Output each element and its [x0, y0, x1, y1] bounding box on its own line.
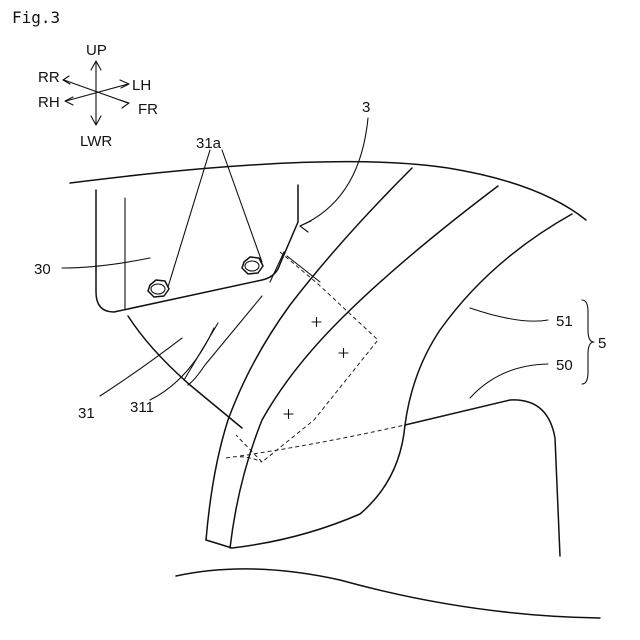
lower-arch-inner-curve [206, 425, 405, 548]
bolt-left-icon [148, 280, 169, 297]
rh-arrowhead-icon [65, 97, 73, 105]
hidden-joint-curve [226, 457, 262, 462]
compass-rr-label: RR [38, 69, 60, 86]
leader-311 [150, 328, 214, 400]
compass-fr-label: FR [138, 101, 158, 118]
compass-rh-label: RH [38, 94, 60, 111]
bottom-contour [176, 569, 600, 618]
hidden-joint-line [240, 425, 405, 456]
bracket-plate-30 [96, 185, 298, 312]
lower-arch-outer-curve [405, 400, 560, 556]
leader-3 [300, 118, 368, 226]
post-inner-edge [405, 214, 572, 425]
diagonal-arrow-rh-lh-icon [66, 84, 128, 101]
fr-arrowhead-icon [120, 100, 129, 108]
bolt-right-icon [242, 257, 263, 274]
upper-body-contour [70, 162, 586, 220]
figure-label: Fig.3 [12, 8, 60, 27]
lh-arrowhead-icon [120, 80, 129, 88]
bracket-body-inner-line [188, 296, 262, 385]
label-311: 311 [130, 399, 154, 416]
label-51: 51 [556, 313, 573, 330]
weld-mark-1-icon [312, 318, 321, 327]
direction-compass: UP RR LH RH FR LWR [38, 42, 158, 150]
leader-30 [62, 258, 150, 268]
label-50: 50 [556, 357, 573, 374]
label-31: 31 [78, 405, 95, 422]
compass-lwr-label: LWR [80, 133, 112, 150]
leader-50 [470, 364, 548, 398]
label-30: 30 [34, 261, 51, 278]
brace-5 [582, 300, 594, 384]
weld-mark-2-icon [339, 349, 348, 358]
label-5: 5 [598, 335, 606, 352]
leader-31a-right [222, 150, 262, 262]
leader-3-arrowhead-icon [300, 221, 311, 232]
compass-up-label: UP [86, 42, 107, 59]
label-31a: 31a [196, 135, 222, 152]
post-middle-edge [230, 186, 498, 548]
rr-arrowhead-icon [63, 76, 70, 84]
label-3: 3 [362, 99, 370, 116]
bracket-plate-fold [270, 252, 284, 282]
bracket-top-edge [287, 256, 320, 282]
weld-mark-3-icon [284, 410, 293, 419]
compass-lh-label: LH [132, 77, 151, 94]
leader-51 [470, 308, 548, 321]
